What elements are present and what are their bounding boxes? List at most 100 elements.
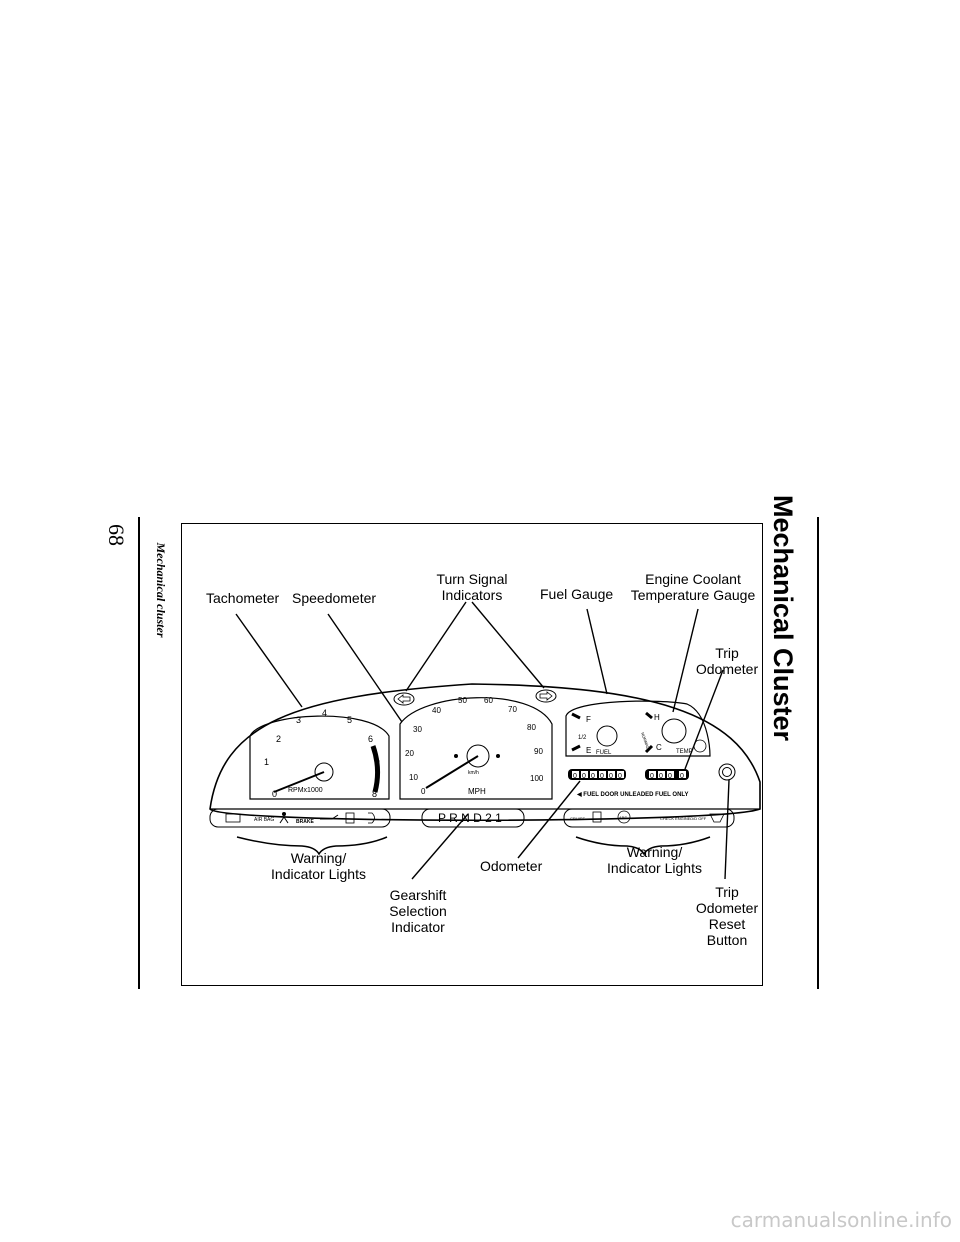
- warning-strip-left: [209, 808, 391, 828]
- tach-tick-2: 2: [276, 734, 281, 744]
- fuel-empty-label: E: [586, 746, 591, 755]
- fuel-label: FUEL: [596, 750, 612, 756]
- left-turn-signal-icon: [393, 692, 415, 706]
- washer-fluid-icon: [709, 813, 725, 823]
- leader-gearshift: [411, 813, 469, 880]
- cluster-outline: [209, 683, 761, 822]
- speedo-tick-40: 40: [432, 706, 441, 715]
- leader-tachometer: [235, 613, 303, 708]
- leader-fuel: [586, 608, 608, 695]
- leader-turn-right: [471, 601, 545, 689]
- temp-label: TEMP: [676, 749, 693, 755]
- speedo-tick-10: 10: [409, 773, 418, 782]
- headlamp-icon: [368, 812, 375, 824]
- svg-text:0: 0: [600, 773, 604, 780]
- speedo-kmh-unit: km/h: [468, 770, 479, 776]
- leader-coolant: [672, 608, 699, 713]
- fuel-gauge-dial: F 1/2 E FUEL: [571, 712, 618, 756]
- od-off-label: O/D OFF: [690, 816, 707, 821]
- svg-text:0: 0: [582, 773, 586, 780]
- speedo-tick-30: 30: [413, 725, 422, 734]
- callout-speedometer: Speedometer: [292, 590, 377, 606]
- callout-tachometer: Tachometer: [206, 590, 280, 606]
- check-engine-label: CHECK ENGINE: [660, 816, 691, 821]
- instrument-cluster-figure: 0 1 2 3 4 5 6 7 8 RPMx1000 0 10 20 30 40…: [181, 523, 763, 986]
- odometer-display: 0 0 0 0 0 0: [568, 769, 626, 780]
- callout-warning-left: Warning/Indicator Lights: [271, 850, 366, 882]
- svg-text:0: 0: [618, 773, 622, 780]
- svg-text:0: 0: [668, 773, 672, 780]
- cluster-diagram: 0 1 2 3 4 5 6 7 8 RPMx1000 0 10 20 30 40…: [209, 601, 761, 880]
- gearshift-indicator-window: [421, 808, 525, 828]
- speedo-tick-0: 0: [421, 787, 426, 796]
- speedo-tick-60: 60: [484, 696, 493, 705]
- svg-text:0: 0: [573, 773, 577, 780]
- gearshift-indicator-text: P R N D 2 1: [438, 811, 502, 825]
- speedo-pin-left: [454, 754, 458, 758]
- airbag-label: AIR BAG: [254, 817, 274, 823]
- fuel-temp-pod: [565, 700, 711, 757]
- tach-tick-0: 0: [272, 789, 277, 799]
- tach-tick-8: 8: [372, 789, 377, 799]
- tachometer-dial: 0 1 2 3 4 5 6 7 8 RPMx1000: [264, 708, 381, 799]
- tach-tick-1: 1: [264, 757, 269, 767]
- svg-text:0: 0: [659, 773, 663, 780]
- abs-label: ABS: [619, 815, 627, 820]
- tach-tick-6: 6: [368, 734, 373, 744]
- tach-tick-4: 4: [322, 708, 327, 718]
- speedo-unit: MPH: [468, 787, 486, 796]
- tachometer-pod: [249, 715, 390, 800]
- tach-unit: RPMx1000: [288, 787, 323, 794]
- callout-fuel-gauge: Fuel Gauge: [540, 586, 614, 602]
- left-rule: [138, 517, 140, 989]
- cruise-label: CRUISE: [570, 816, 585, 821]
- speedo-tick-70: 70: [508, 705, 517, 714]
- warning-strip-right: [563, 808, 735, 828]
- trip-odometer-display: 0 0 0 0: [645, 769, 689, 780]
- fuel-pump-icon: [592, 811, 602, 823]
- tach-tick-3: 3: [296, 715, 301, 725]
- leader-trip-odometer: [684, 669, 724, 770]
- right-rule: [817, 517, 819, 989]
- tach-tick-5: 5: [347, 715, 352, 725]
- speedo-tick-20: 20: [405, 749, 414, 758]
- page-number: 68: [104, 524, 129, 546]
- running-head: Mechanical cluster: [154, 542, 168, 638]
- callout-odometer: Odometer: [480, 858, 543, 874]
- svg-text:0: 0: [650, 773, 654, 780]
- oil-pressure-icon: [320, 814, 339, 820]
- fuel-half-label: 1/2: [578, 735, 587, 741]
- brace-right: [575, 836, 711, 856]
- leader-turn-left: [405, 601, 467, 692]
- trip-reset-button: [718, 763, 736, 781]
- tach-needle: [273, 771, 325, 793]
- svg-text:0: 0: [680, 773, 684, 780]
- fuel-full-label: F: [586, 715, 591, 724]
- door-ajar-icon: [345, 812, 355, 824]
- tach-redline: [370, 745, 381, 793]
- speedometer-pod: [399, 697, 553, 800]
- brake-label: BRAKE: [296, 819, 314, 825]
- speedometer-dial: 0 10 20 30 40 50 60 70 80 90 100 km/h MP…: [405, 696, 544, 796]
- temp-cold-label: C: [656, 743, 662, 752]
- section-title: Mechanical Cluster: [768, 494, 798, 742]
- callout-warning-right: Warning/Indicator Lights: [607, 844, 702, 876]
- leader-reset-button: [724, 779, 730, 880]
- watermark: carmanualsonline.info: [730, 1208, 952, 1232]
- leader-odometer: [517, 780, 581, 859]
- speedo-tick-80: 80: [527, 723, 536, 732]
- leader-speedometer: [327, 613, 403, 723]
- brace-left: [236, 836, 388, 856]
- svg-text:0: 0: [591, 773, 595, 780]
- seatbelt-icon: [279, 812, 289, 824]
- temp-gauge-dial: H C TEMP NORMAL: [640, 711, 693, 755]
- speedo-tick-90: 90: [534, 747, 543, 756]
- temp-normal-label: NORMAL: [640, 732, 651, 751]
- speedo-pin-right: [496, 754, 500, 758]
- speedo-needle: [425, 755, 479, 789]
